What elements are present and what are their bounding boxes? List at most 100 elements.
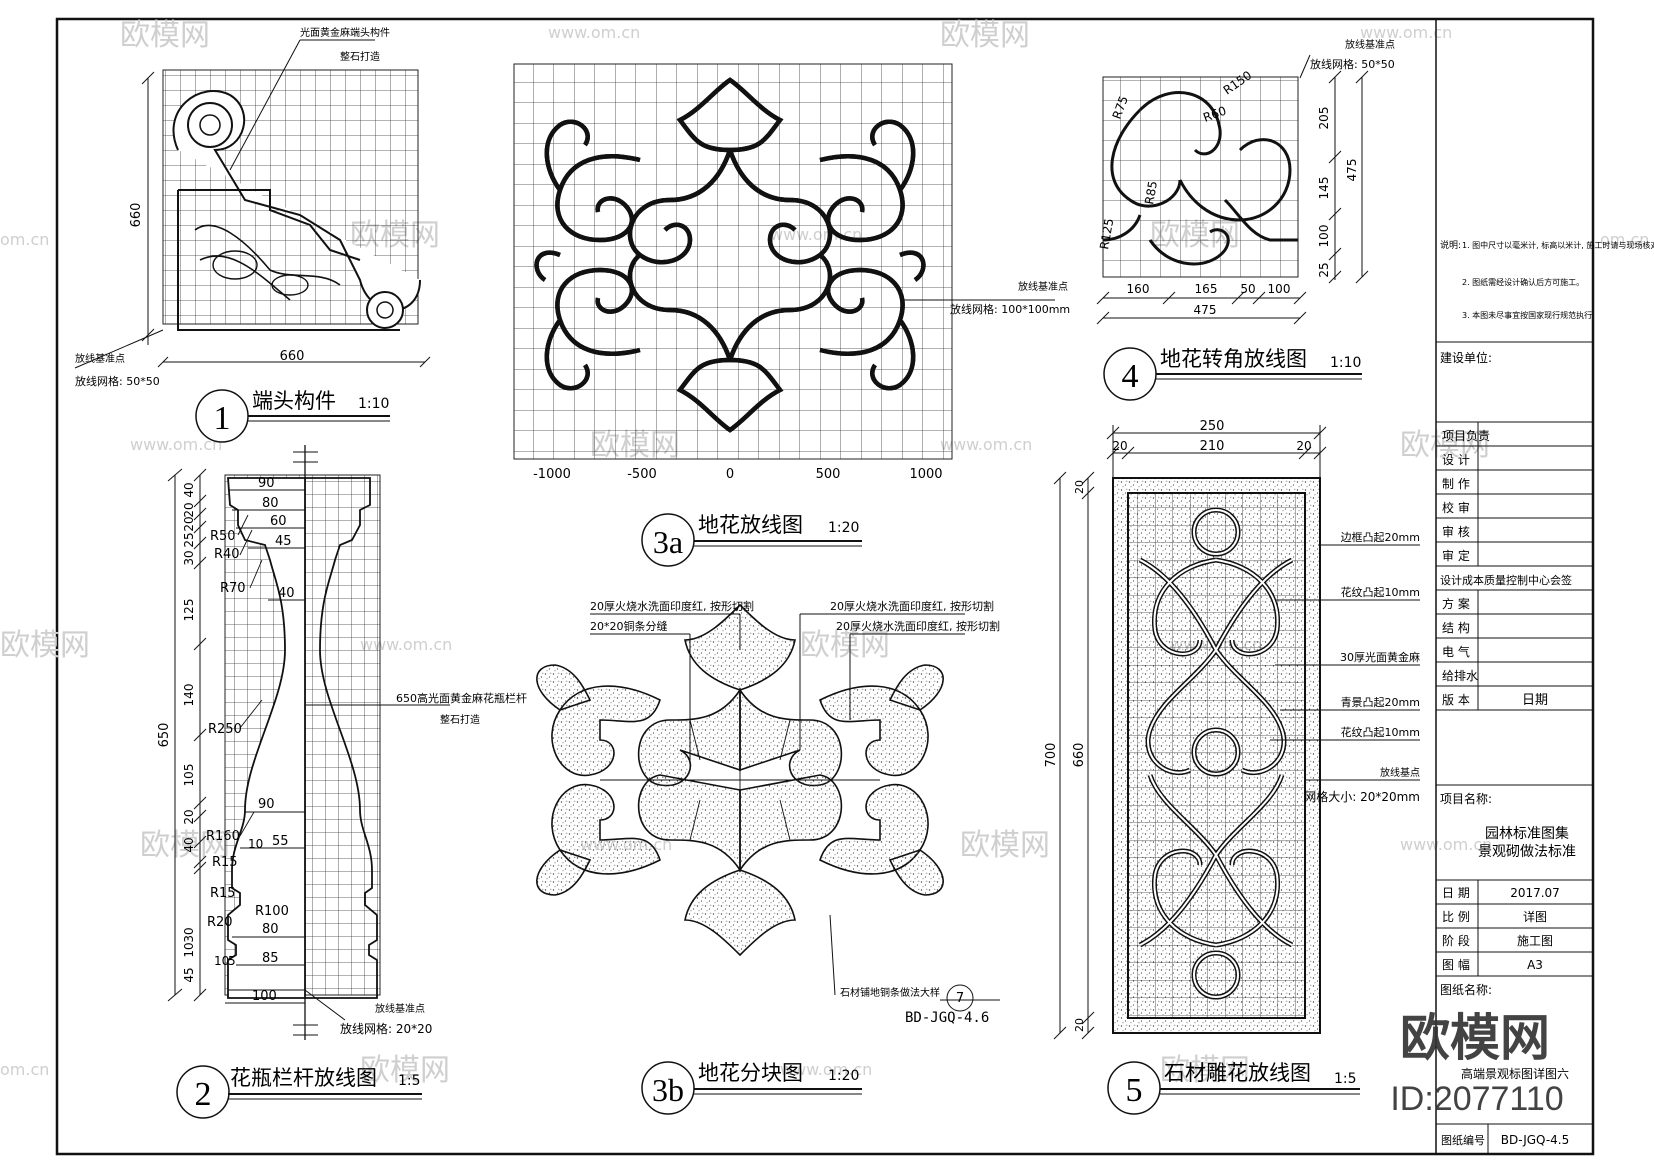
d4-radius: R85 [1142, 180, 1160, 206]
tb-discipline: 方 案 [1442, 596, 1470, 611]
d3b-note: 20*20铜条分缝 [590, 619, 668, 633]
d2-left-dim: 105 [182, 764, 196, 787]
d1-title: 端头构件 [252, 389, 336, 413]
watermark-site-short: om.cn [0, 1060, 49, 1079]
d5-title: 石材雕花放线图 [1164, 1061, 1311, 1085]
tb-info-label: 日 期 [1442, 886, 1470, 900]
d2-width: 60 [270, 514, 287, 529]
watermark-brand: 欧模网 [960, 828, 1050, 863]
tb-note: 3. 本图未尽事宜按国家现行规范执行 [1462, 310, 1592, 320]
d2-small: 10 [248, 837, 263, 851]
d3a-tick: 1000 [909, 467, 942, 482]
tb-info-value: 详图 [1523, 909, 1547, 924]
d3a-tick: -1000 [533, 467, 571, 482]
watermark-brand: 欧模网 [360, 1053, 450, 1088]
d2-radius: R15 [212, 855, 238, 870]
d2-left-dim: 30 [182, 550, 196, 565]
d5-note: 放线基点 [1380, 766, 1420, 779]
tb-project-line2: 景观砌做法标准 [1478, 844, 1576, 860]
d3a-scale: 1:20 [828, 520, 859, 536]
d3b-note-bottom: 石材铺地铜条做法大样 [840, 986, 940, 999]
d1-number: 1 [214, 400, 231, 437]
tb-project-line1: 园林标准图集 [1485, 825, 1569, 842]
drawing-3b-floor-blocks: 20厚火烧水洗面印度红, 按形切割 20*20铜条分缝 20厚火烧水洗面印度红,… [536, 599, 1000, 1115]
d2-radius: R40 [214, 547, 240, 562]
tb-notes-label: 说明: [1440, 239, 1461, 251]
d1-base-point: 放线基准点 [75, 352, 125, 365]
watermark-site: www.om.cn [1360, 23, 1452, 42]
watermark-site-short: om.cn [1600, 230, 1649, 249]
tb-drawing-name-label: 图纸名称: [1440, 982, 1492, 997]
d2-radius: R50 [210, 529, 236, 544]
d5-top-dim: 20 [1112, 439, 1127, 453]
tb-info-value: A3 [1527, 958, 1543, 972]
drawing-3a-floor-pattern: 放线基准点 放线网格: 100*100mm -1000 -500 0 500 1… [513, 63, 1070, 567]
watermark-site-short: om.cn [0, 230, 49, 249]
watermark-site: www.om.cn [1400, 835, 1492, 854]
d3b-number: 3b [652, 1072, 684, 1108]
watermark-brand: 欧模网 [1160, 1053, 1250, 1088]
d3a-tick: 0 [726, 467, 734, 482]
d4-base-point: 放线基准点 [1345, 38, 1395, 51]
tb-role: 审 定 [1442, 548, 1470, 563]
drawing-1-end-piece: 660 660 光面黄金麻端头构件 整石打造 放线基准点 放线网格: 50*50… [74, 26, 431, 443]
watermark-big-brand: 欧模网 [1400, 1009, 1550, 1067]
d5-top-total: 250 [1200, 419, 1225, 434]
d2-note-material: 650高光面黄金麻花瓶栏杆 [396, 691, 527, 705]
watermark-brand: 欧模网 [940, 18, 1030, 53]
d2-left-dim: 20 [182, 516, 196, 531]
d1-dim-height: 660 [129, 203, 144, 228]
d5-top-dim: 20 [1296, 439, 1311, 453]
tb-note: 1. 图中尺寸以毫米计, 标高以米计, 施工时请与现场核对 [1462, 240, 1654, 250]
d2-left-dim: 10 [182, 942, 196, 957]
tb-role: 项目负责 [1442, 429, 1490, 443]
d3a-base-point: 放线基准点 [1018, 280, 1068, 293]
d4-v-total: 475 [1345, 159, 1359, 182]
d3b-note: 20厚火烧水洗面印度红, 按形切割 [836, 619, 1000, 633]
d1-note-stone: 整石打造 [340, 50, 380, 63]
d4-h-dim: 165 [1195, 282, 1218, 296]
d5-note: 花纹凸起10mm [1341, 725, 1420, 739]
tb-discipline: 版 本 [1442, 693, 1470, 707]
d2-width: 55 [272, 834, 289, 849]
tb-info-value: 施工图 [1517, 934, 1553, 948]
d4-h-dim: 160 [1127, 282, 1150, 296]
d2-number: 2 [195, 1076, 212, 1113]
d3b-scale: 1:20 [828, 1068, 859, 1084]
tb-drawing-no: BD-JGQ-4.5 [1501, 1133, 1570, 1147]
d2-radius: R20 [207, 915, 233, 930]
watermark-brand: 欧模网 [0, 628, 90, 663]
d2-left-dim: 45 [182, 967, 196, 982]
tb-role: 校 审 [1442, 500, 1470, 515]
d3a-tick: 500 [816, 467, 841, 482]
tb-discipline: 给排水 [1442, 669, 1478, 683]
d2-width: 80 [262, 922, 279, 937]
tb-info-label: 比 例 [1442, 910, 1470, 924]
watermark-site: www.om.cn [360, 635, 452, 654]
d2-scale: 1:5 [398, 1073, 421, 1089]
watermark-site: www.om.cn [548, 23, 640, 42]
d4-h-dim: 100 [1268, 282, 1291, 296]
d3a-number: 3a [653, 524, 683, 560]
d2-small: 5 [228, 954, 236, 968]
d5-left-mid: 660 [1072, 743, 1087, 768]
d2-grid-spec: 放线网格: 20*20 [340, 1021, 432, 1036]
tb-role: 制 作 [1442, 477, 1470, 491]
d2-left-dim: 40 [182, 837, 196, 852]
d2-left-dim: 140 [182, 684, 196, 707]
tb-role: 设 计 [1442, 453, 1470, 467]
d4-grid-spec: 放线网格: 50*50 [1310, 57, 1395, 71]
d2-left-dim: 30 [182, 927, 196, 942]
tb-info-value: 2017.07 [1510, 886, 1560, 900]
d2-width: 85 [262, 951, 279, 966]
tb-info-label: 阶 段 [1442, 933, 1470, 948]
watermark-site: www.om.cn [130, 435, 222, 454]
d5-note: 30厚光面黄金麻 [1340, 650, 1420, 664]
tb-discipline: 结 构 [1442, 620, 1470, 635]
d2-left-dim: 20 [182, 502, 196, 517]
d4-number: 4 [1122, 358, 1139, 395]
watermark-brand: 欧模网 [800, 628, 890, 663]
d3b-ref-num: 7 [956, 991, 964, 1006]
d4-title: 地花转角放线图 [1160, 347, 1307, 371]
